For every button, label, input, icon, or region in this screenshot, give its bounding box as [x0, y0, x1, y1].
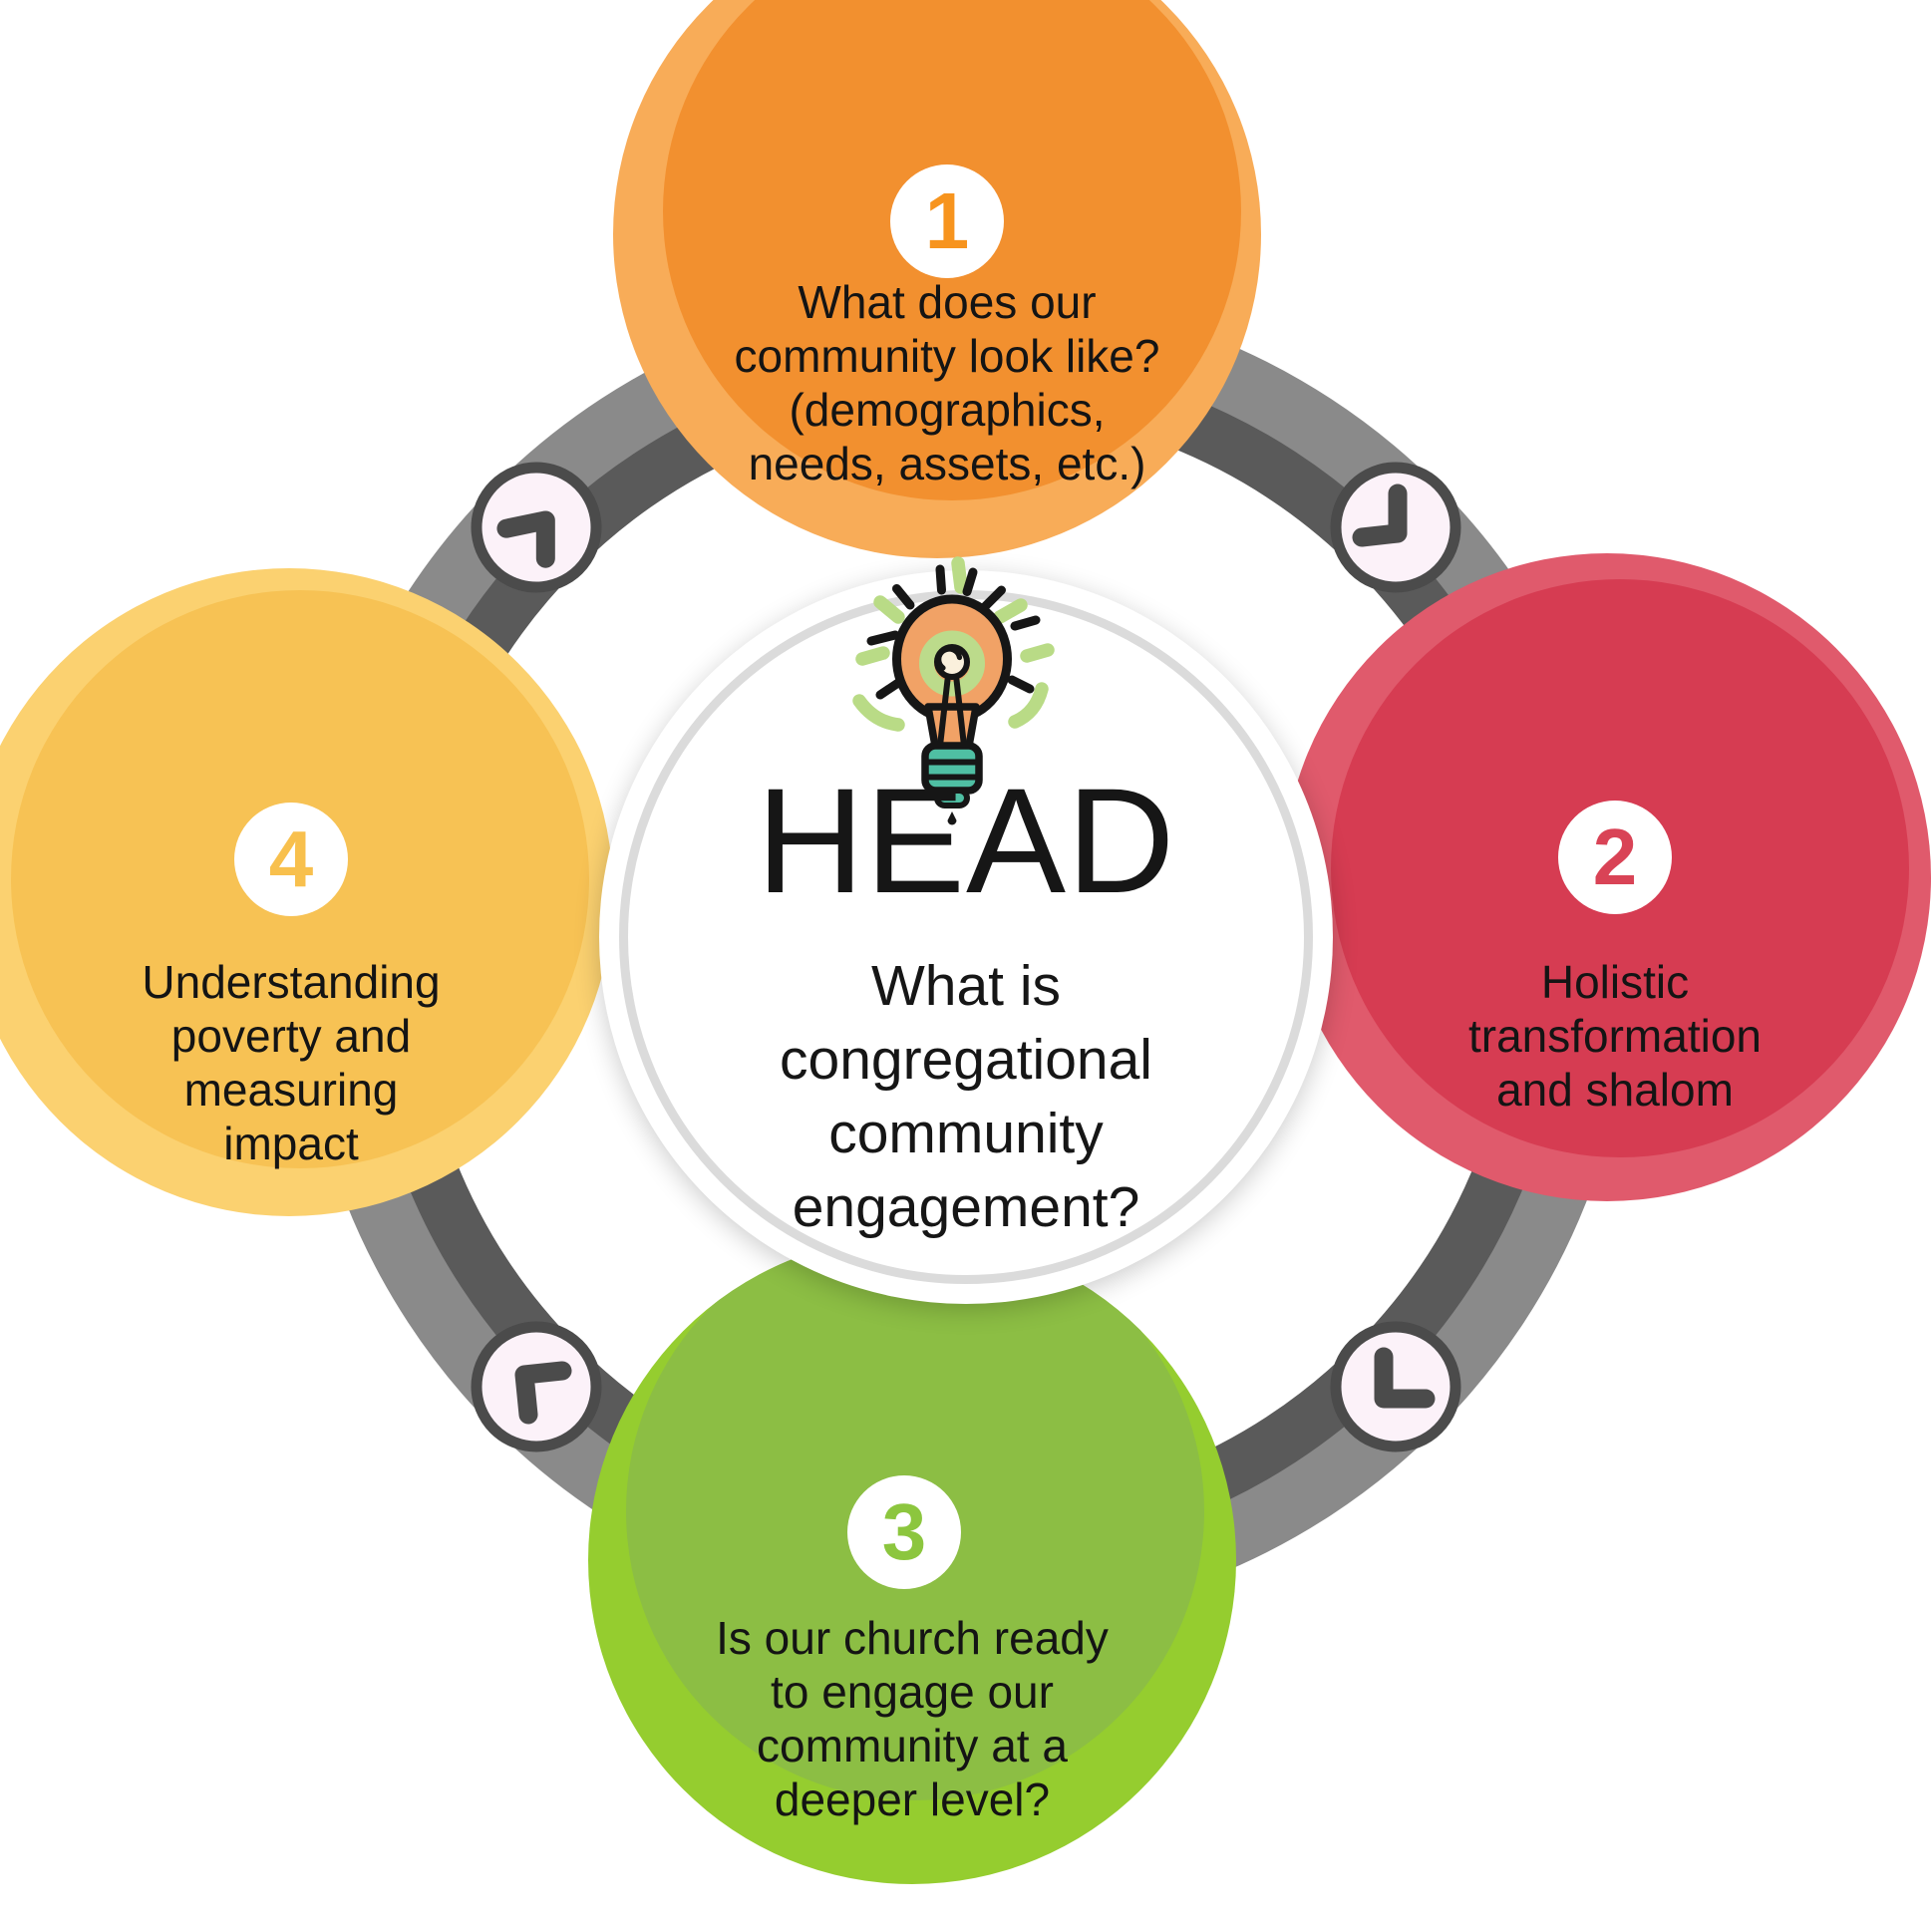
- center-heading: HEAD: [756, 757, 1176, 924]
- step-3-label: Is our church ready to engage our commun…: [633, 1611, 1191, 1826]
- clock-icon: [471, 462, 602, 593]
- question-line: congregational: [780, 1028, 1152, 1092]
- label-line: poverty and: [170, 1010, 412, 1062]
- label-line: What does our: [798, 276, 1097, 328]
- question-line: engagement?: [792, 1175, 1140, 1239]
- clock-icon: [1330, 1321, 1461, 1452]
- clock-icon: [1330, 462, 1461, 593]
- step-3-badge: 3: [847, 1475, 961, 1589]
- step-4-label: Understanding poverty and measuring impa…: [12, 955, 570, 1170]
- label-line: and shalom: [1496, 1064, 1734, 1116]
- clock-icon: [471, 1321, 602, 1452]
- label-line: to engage our: [771, 1666, 1054, 1718]
- step-1-label: What does our community look like? (demo…: [668, 275, 1226, 490]
- label-line: deeper level?: [774, 1773, 1051, 1825]
- step-3-number: 3: [881, 1487, 927, 1576]
- label-line: measuring: [183, 1064, 399, 1116]
- question-line: What is: [870, 954, 1062, 1018]
- step-4-number: 4: [268, 814, 314, 903]
- label-line: Is our church ready: [716, 1612, 1109, 1664]
- label-line: transformation: [1467, 1010, 1762, 1062]
- step-1-badge: 1: [890, 164, 1004, 278]
- step-1-number: 1: [924, 176, 970, 265]
- step-2-number: 2: [1592, 812, 1638, 901]
- label-line: community at a: [757, 1720, 1068, 1771]
- label-line: (demographics,: [789, 384, 1106, 436]
- label-line: Understanding: [142, 956, 441, 1008]
- step-2-badge: 2: [1558, 801, 1672, 914]
- label-line: community look like?: [734, 330, 1160, 382]
- label-line: Holistic: [1540, 956, 1690, 1008]
- label-line: needs, assets, etc.): [748, 438, 1146, 489]
- step-2-label: Holistic transformation and shalom: [1336, 955, 1894, 1117]
- center-question: What is congregational community engagem…: [667, 949, 1265, 1244]
- label-line: impact: [223, 1118, 359, 1169]
- question-line: community: [828, 1102, 1104, 1165]
- step-4-badge: 4: [234, 803, 348, 916]
- lightbulb-icon: [852, 556, 1055, 825]
